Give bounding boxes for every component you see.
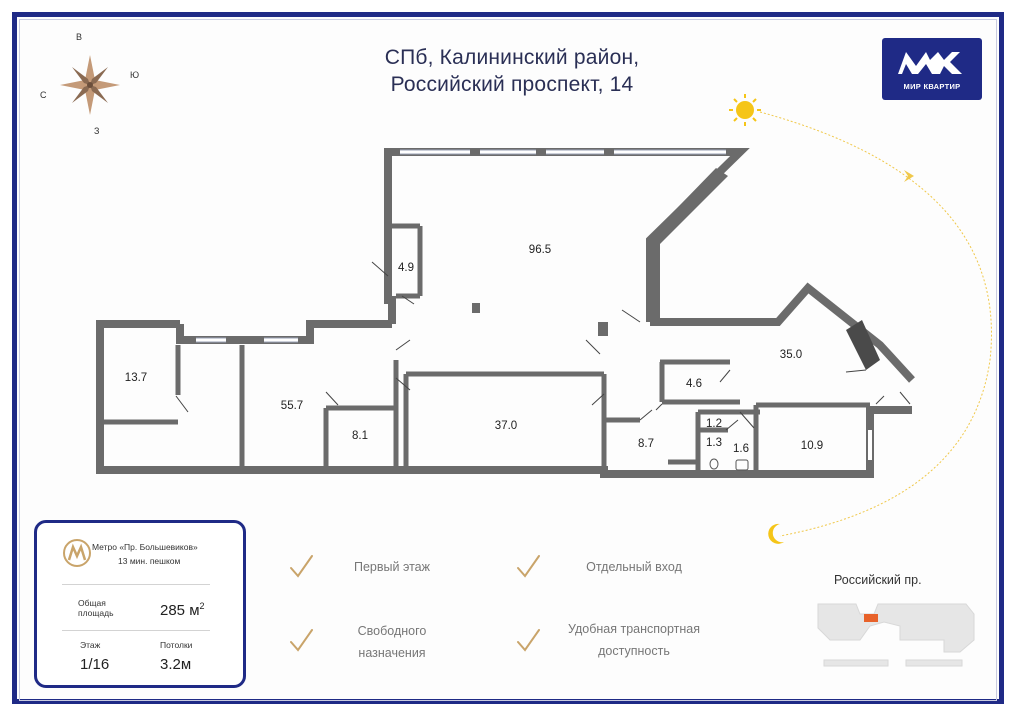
door — [655, 403, 663, 411]
room-area-label: 1.6 — [733, 443, 749, 455]
door — [739, 411, 755, 429]
sun-path-arc — [759, 111, 992, 537]
area-value: 285 м2 — [160, 601, 205, 619]
brand-logo: МИР КВАРТИР — [882, 38, 982, 100]
direction-arrow-icon — [904, 170, 914, 182]
room-area-label: 96.5 — [528, 244, 552, 256]
door — [175, 395, 189, 413]
door — [395, 339, 411, 351]
sun-icon — [729, 94, 761, 126]
room-area-label: 1.3 — [706, 437, 722, 449]
wall-center-right — [650, 282, 915, 383]
logo-text: МИР КВАРТИР — [903, 82, 961, 91]
ceiling-value: 3.2м — [160, 656, 192, 673]
room-area-label: 13.7 — [124, 372, 148, 384]
divider — [62, 630, 210, 631]
floor-label: Этаж — [80, 640, 101, 650]
feature-transport: Удобная транспортная доступность — [568, 622, 700, 658]
compass-west-label: С — [40, 90, 47, 100]
door — [325, 391, 339, 406]
floor-value: 1/16 — [80, 656, 110, 673]
room-area-label: 4.6 — [686, 378, 702, 390]
column — [472, 303, 480, 313]
door — [639, 409, 653, 421]
room-area-label: 1.2 — [706, 418, 722, 430]
area-label: Общая площадь — [78, 598, 114, 618]
wall-center — [384, 148, 750, 324]
mk-logo-icon — [898, 52, 962, 74]
wall-left-block — [96, 320, 404, 474]
feature-separate-entrance: Отдельный вход — [586, 560, 682, 574]
door — [585, 339, 601, 355]
room-area-label: 8.7 — [638, 438, 654, 450]
metro-walk-time: 13 мин. пешком — [118, 556, 181, 566]
ceiling-label: Потолки — [160, 640, 193, 650]
room-area-label: 37.0 — [494, 420, 518, 432]
compass-south-label: З — [94, 126, 100, 136]
room-area-label: 35.0 — [779, 349, 803, 361]
room-area-label: 4.9 — [398, 262, 414, 274]
feature-first-floor: Первый этаж — [354, 560, 430, 574]
door — [395, 377, 411, 391]
title-line-1: СПб, Калининский район, — [384, 46, 640, 69]
inner-frame — [19, 19, 997, 701]
metro-station-name: Метро «Пр. Большевиков» — [92, 542, 198, 552]
compass-east-label: Ю — [130, 70, 140, 80]
door — [401, 295, 415, 305]
title-line-2: Российский проспект, 14 — [390, 73, 634, 96]
toilet-icon — [709, 458, 719, 470]
moon-icon — [768, 523, 784, 544]
door — [725, 419, 739, 431]
column — [598, 322, 608, 336]
wall-diagonal — [846, 320, 880, 370]
room-area-label: 10.9 — [800, 440, 824, 452]
door — [719, 369, 731, 383]
feature-free-purpose: Свободного назначения — [357, 624, 427, 660]
room-area-label: 55.7 — [280, 400, 304, 412]
door — [875, 395, 885, 405]
room-area-label: 8.1 — [352, 430, 368, 442]
door — [899, 391, 911, 405]
area-unit-sup: 2 — [199, 601, 205, 611]
divider — [62, 584, 210, 585]
door — [845, 369, 867, 373]
sink-icon — [735, 459, 749, 471]
wall-bottom — [404, 406, 912, 478]
door — [371, 261, 389, 277]
compass-north-label: В — [76, 32, 83, 42]
door — [621, 309, 641, 323]
street-label: Российский пр. — [834, 573, 922, 587]
wall-left-top — [176, 320, 392, 344]
wall-diagonal — [648, 168, 728, 318]
page-title: СПб, Калининский район, Российский просп… — [300, 44, 724, 98]
door — [591, 393, 605, 406]
